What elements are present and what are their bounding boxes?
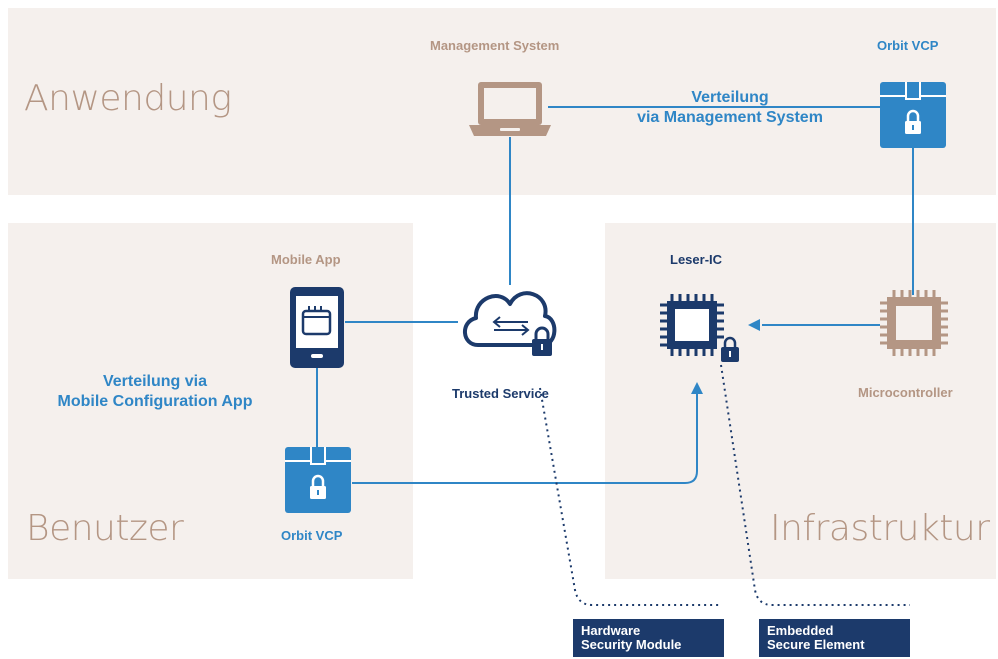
callout-mobile-line1: Verteilung via xyxy=(102,373,208,390)
callout-management-line1: Verteilung xyxy=(691,89,769,106)
zone-benutzer xyxy=(8,223,413,579)
label-management-system: Management System xyxy=(430,38,560,53)
chip-icon xyxy=(880,290,948,356)
laptop-icon xyxy=(469,82,551,136)
arrowhead-up xyxy=(691,382,703,394)
cloud-lock-icon xyxy=(463,291,557,356)
ese-line1: Embedded xyxy=(767,623,834,638)
box-hardware-security-module: Hardware Security Module xyxy=(573,619,724,657)
callout-mobile-line2: Mobile Configuration App xyxy=(57,393,253,410)
leader-hsm xyxy=(539,387,722,606)
package-lock-icon xyxy=(880,82,946,148)
callout-management-distribution: Verteilung via Management System xyxy=(600,88,860,128)
leader-ese xyxy=(720,364,910,606)
hsm-line1: Hardware xyxy=(581,623,641,638)
connector-lines xyxy=(316,106,914,484)
arrowhead-left xyxy=(748,319,760,331)
label-orbit-vcp-top: Orbit VCP xyxy=(877,38,939,53)
label-microcontroller: Microcontroller xyxy=(858,385,953,400)
label-trusted-service: Trusted Service xyxy=(452,386,549,401)
zone-title-anwendung: Anwendung xyxy=(24,78,232,119)
ese-line2: Secure Element xyxy=(767,637,865,652)
box-embedded-secure-element: Embedded Secure Element xyxy=(759,619,910,657)
line-vcp-to-leser xyxy=(352,392,698,484)
hsm-line2: Security Module xyxy=(581,637,682,652)
zone-infrastruktur xyxy=(605,223,996,579)
label-mobile-app: Mobile App xyxy=(271,252,341,267)
callout-management-line2: via Management System xyxy=(637,109,823,126)
zone-title-benutzer: Benutzer xyxy=(26,508,184,549)
chip-lock-icon xyxy=(660,294,739,362)
smartphone-icon xyxy=(290,287,344,368)
callout-mobile-distribution: Verteilung via Mobile Configuration App xyxy=(20,372,290,412)
package-lock-icon xyxy=(285,447,351,513)
label-orbit-vcp-bottom: Orbit VCP xyxy=(281,528,343,543)
label-leser-ic: Leser-IC xyxy=(670,252,723,267)
zone-title-infrastruktur: Infrastruktur xyxy=(770,508,990,549)
